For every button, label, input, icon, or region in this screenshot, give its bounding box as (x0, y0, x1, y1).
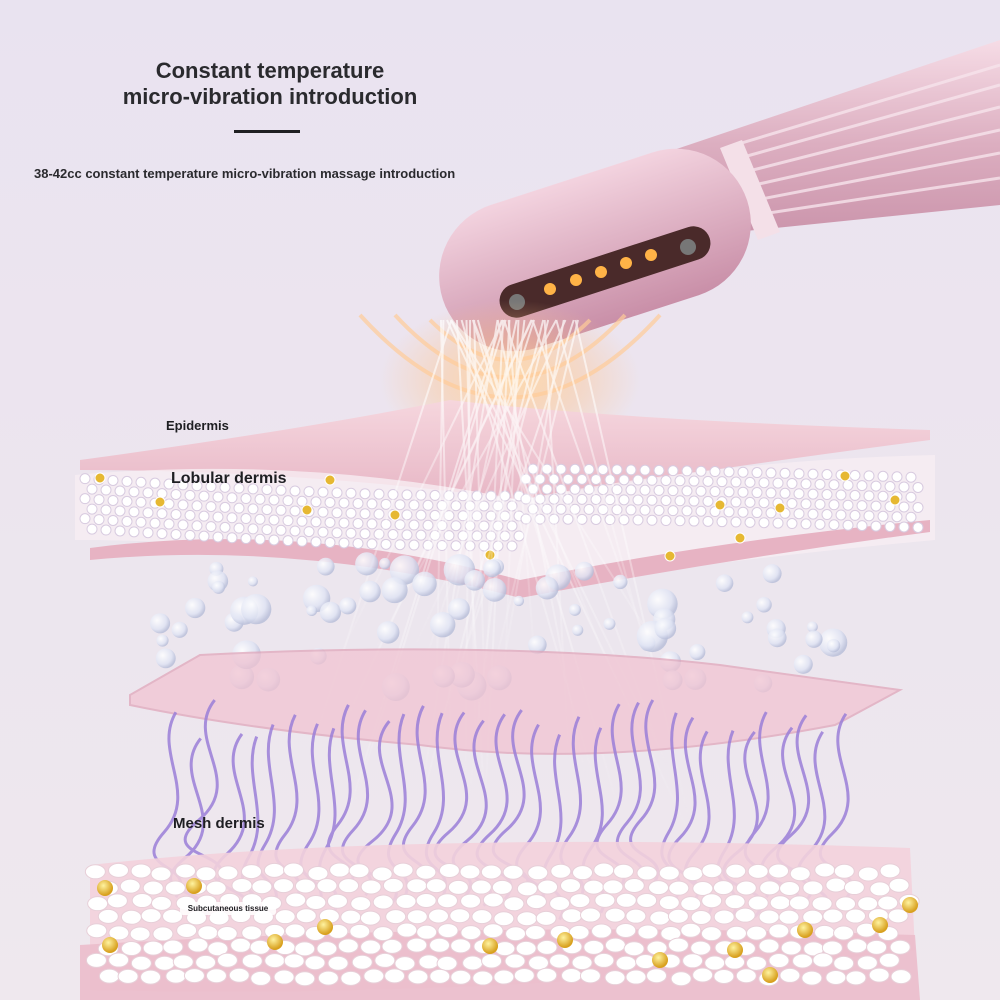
lobular-dermis-layer (75, 455, 935, 598)
title-line-2: micro-vibration introduction (122, 84, 418, 109)
label-epidermis: Epidermis (166, 418, 229, 433)
page-subtitle: 38-42cc constant temperature micro-vibra… (34, 166, 456, 181)
subcutaneous-layer (80, 841, 920, 1000)
page-title: Constant temperature micro-vibration int… (100, 58, 440, 110)
label-lobular-dermis: Lobular dermis (171, 470, 287, 487)
label-mesh-dermis: Mesh dermis (173, 815, 265, 832)
device (439, 40, 1000, 352)
label-subcutaneous-tissue: Subcutaneous tissue (180, 902, 276, 915)
title-line-1: Constant temperature (155, 58, 385, 83)
title-divider (234, 130, 300, 133)
